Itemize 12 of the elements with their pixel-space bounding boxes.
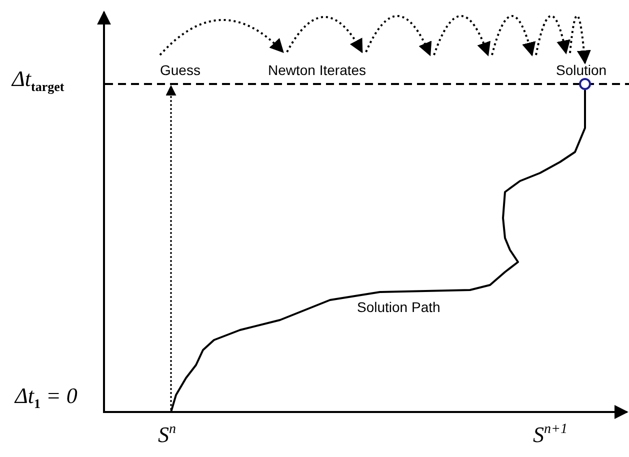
axis-label: S$^{n+1}$ bbox=[533, 423, 568, 446]
axis-label: Δt$_{1}$ = 0 bbox=[15, 385, 78, 410]
text-label: Newton Iterates bbox=[268, 63, 366, 77]
solution-path-curve bbox=[170, 90, 586, 412]
axis-label: S$^{n}$ bbox=[158, 423, 176, 446]
axis-label: Δt$_{target}$ bbox=[12, 68, 64, 93]
point-label: Solution bbox=[556, 63, 607, 77]
dotted-arrow-chain bbox=[159, 15, 591, 64]
point-label: Guess bbox=[160, 63, 200, 77]
dotted-arrow bbox=[166, 84, 176, 410]
solution-point-marker bbox=[579, 78, 591, 90]
edge-label: Solution Path bbox=[357, 300, 440, 314]
